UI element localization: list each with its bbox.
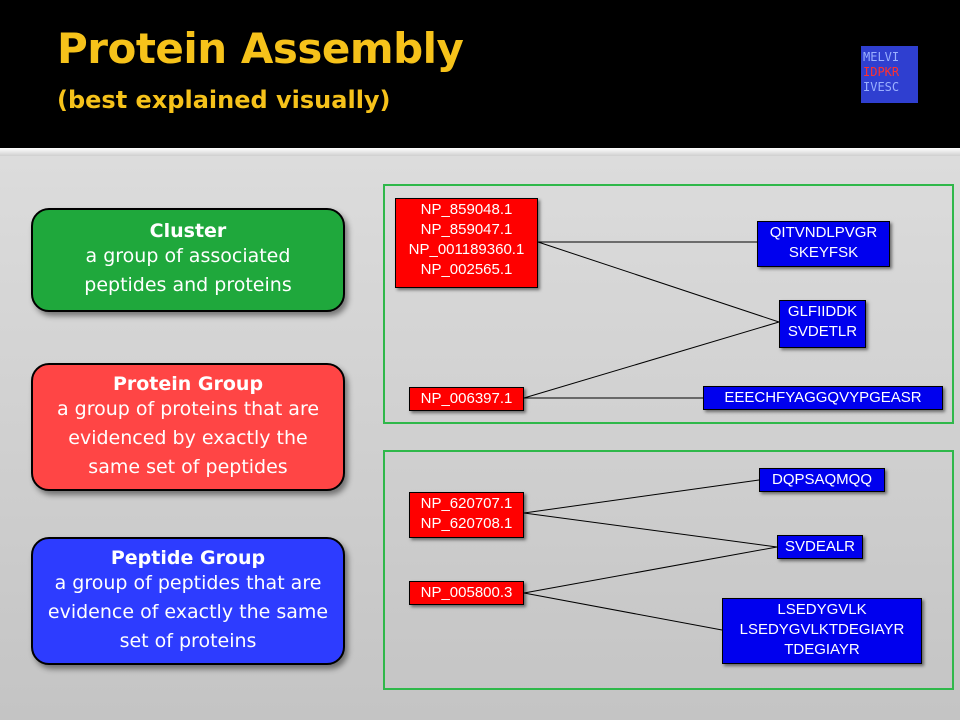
protein-group-definition-box: Protein Group a group of proteins that a… <box>31 363 345 491</box>
protein-group-node: NP_006397.1 <box>409 387 524 411</box>
slide-title: Protein Assembly <box>57 24 464 73</box>
protein-id: NP_006397.1 <box>420 390 513 407</box>
edge <box>523 479 760 514</box>
edge <box>523 592 723 631</box>
protein-group-node: NP_859048.1 NP_859047.1 NP_001189360.1 N… <box>395 198 538 288</box>
protein-id: NP_001189360.1 <box>408 241 525 258</box>
cluster-definition-box: Cluster a group of associated peptides a… <box>31 208 345 312</box>
protein-group-title: Protein Group <box>112 373 264 395</box>
edge <box>523 512 778 548</box>
protein-id: NP_620707.1 <box>420 495 513 512</box>
protein-id: NP_859048.1 <box>420 201 513 218</box>
cluster-title: Cluster <box>149 220 227 242</box>
peptide-group-node: GLFIIDDK SVDETLR <box>779 300 866 348</box>
header-bar: Protein Assembly (best explained visuall… <box>0 0 960 148</box>
protein-group-node: NP_005800.3 <box>409 581 524 605</box>
peptide-sequence: SKEYFSK <box>788 244 859 261</box>
peptide-group-node: QITVNDLPVGR SKEYFSK <box>757 221 890 267</box>
cluster-description: a group of associated peptides and prote… <box>84 245 292 296</box>
cluster-example-2-frame <box>383 450 954 690</box>
edge <box>523 546 778 594</box>
protein-id: NP_620708.1 <box>420 515 513 532</box>
logo-line-3: IVESC <box>863 80 900 94</box>
peptide-group-node: DQPSAQMQQ <box>759 468 885 492</box>
peptide-group-node: LSEDYGVLK LSEDYGVLKTDEGIAYR TDEGIAYR <box>722 598 922 664</box>
edge <box>537 241 780 323</box>
protein-id: NP_005800.3 <box>420 584 513 601</box>
logo-line-2: IDPKR <box>863 65 900 79</box>
protein-group-description: a group of proteins that are evidenced b… <box>56 398 320 478</box>
cluster-example-1-frame <box>383 184 954 424</box>
peptide-sequence: TDEGIAYR <box>784 641 860 658</box>
logo: MELVI IDPKR IVESC <box>861 46 918 103</box>
peptide-group-node: EEECHFYAGGQVYPGEASR <box>703 386 943 410</box>
peptide-sequence: LSEDYGVLKTDEGIAYR <box>739 621 905 638</box>
protein-id: NP_002565.1 <box>420 261 513 278</box>
peptide-sequence: DQPSAQMQQ <box>771 471 872 488</box>
peptide-sequence: SVDETLR <box>787 323 858 340</box>
edge <box>523 321 780 399</box>
logo-line-1: MELVI <box>863 50 900 64</box>
peptide-group-definition-box: Peptide Group a group of peptides that a… <box>31 537 345 665</box>
peptide-group-description: a group of peptides that are evidence of… <box>47 572 329 652</box>
protein-group-node: NP_620707.1 NP_620708.1 <box>409 492 524 538</box>
peptide-sequence: QITVNDLPVGR <box>769 224 878 241</box>
peptide-group-node: SVDEALR <box>777 535 863 559</box>
peptide-sequence: SVDEALR <box>784 538 856 555</box>
peptide-sequence: EEECHFYAGGQVYPGEASR <box>724 389 922 406</box>
slide-subtitle: (best explained visually) <box>57 86 391 114</box>
peptide-sequence: LSEDYGVLK <box>777 601 867 618</box>
peptide-sequence: GLFIIDDK <box>787 303 858 320</box>
protein-id: NP_859047.1 <box>420 221 513 238</box>
peptide-group-title: Peptide Group <box>110 547 266 569</box>
header-divider <box>0 148 960 156</box>
